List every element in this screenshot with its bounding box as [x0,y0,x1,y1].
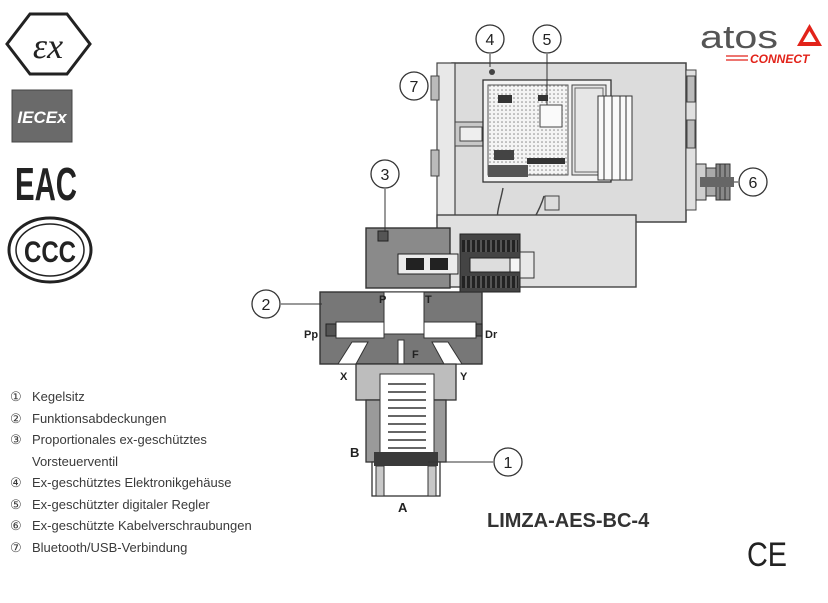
legend-number: ⑦ [10,539,22,555]
ce-mark-icon: CE [747,536,787,574]
port-b: B [350,445,359,460]
model-code: LIMZA-AES-BC-4 [487,510,650,532]
eac-mark-icon: EAC [15,158,77,210]
callout-4-label: 4 [486,32,495,49]
cable-gland [695,163,734,201]
callout-3-label: 3 [381,167,390,184]
iecex-logo-icon: IECEx [11,89,73,143]
ccc-mark-icon: CCC [7,216,93,284]
legend-item-1: ① Kegelsitz [10,386,370,408]
callout-4-icon [475,24,505,54]
callout-2-icon [251,289,281,319]
callouts: 4 5 7 3 6 2 1 [251,24,768,477]
port-labels: P T Pp Dr F X Y A B [304,294,498,515]
function-cover [319,291,483,365]
callout-7-label: 7 [410,79,419,96]
legend-text: Ex-geschützter digitaler Regler [32,496,210,512]
legend-text: Bluetooth/USB-Verbindung [32,539,188,555]
callout-3-icon [370,159,400,189]
legend-number: ⑥ [10,518,22,533]
legend-number: ① [10,389,22,404]
legend-item-5: ⑤ Ex-geschützter digitaler Regler [10,494,370,516]
port-t: T [425,294,432,306]
svg-text:εx: εx [33,26,63,66]
callout-6-label: 6 [749,175,758,192]
legend-item-4: ④ Ex-geschütztes Elektronikgehäuse [10,472,370,494]
port-a: A [398,500,408,515]
atos-logo-icon: atos CONNECT [700,19,822,66]
legend-text: Kegelsitz [32,389,85,404]
brand-sub: CONNECT [750,52,811,66]
port-x: X [340,371,348,383]
legend-number: ⑤ [10,496,22,512]
ex-mark-icon: εx [5,12,92,76]
iecex-label: IECEx [17,108,68,127]
eac-label: EAC [15,158,77,210]
callout-2-label: 2 [262,297,271,314]
poppet-cartridge [355,363,457,497]
legend-item-7: ⑦ Bluetooth/USB-Verbindung [10,537,370,559]
port-f: F [412,349,419,361]
legend-number: ④ [10,475,22,490]
port-pp: Pp [304,329,318,341]
legend-number: ③ [10,432,22,447]
legend-item-2: ② Funktionsabdeckungen [10,408,370,430]
legend-text: Funktionsabdeckungen [32,410,167,426]
port-p: P [379,294,386,306]
port-y: Y [460,371,468,383]
legend-list: ① Kegelsitz ② Funktionsabdeckungen ③ Propor… [10,386,370,558]
digital-controller-board [482,79,612,183]
legend-item-6: ⑥ Ex-geschützte Kabelverschraubungen [10,515,370,537]
legend-text: Ex-geschützte Kabelverschraubungen [32,518,252,533]
callout-7-icon [399,71,429,101]
ccc-label: CCC [24,236,76,269]
port-dr: Dr [485,329,498,341]
legend-number: ② [10,410,22,426]
pilot-valve [365,214,637,293]
legend-item-3: ③ Proportionales ex-geschütztes Vorsteuer… [10,429,370,472]
legend-text: Proportionales ex-geschütztes Vorsteuerv… [32,432,207,469]
legend-text: Ex-geschütztes Elektronikgehäuse [32,475,232,490]
terminal-strip [597,95,633,181]
callout-1-icon [493,447,523,477]
callout-6-icon [738,167,768,197]
ce-label: CE [747,536,787,574]
callout-1-label: 1 [504,455,513,472]
callout-5-icon [532,24,562,54]
brand-name: atos [700,19,778,55]
callout-5-label: 5 [543,32,552,49]
